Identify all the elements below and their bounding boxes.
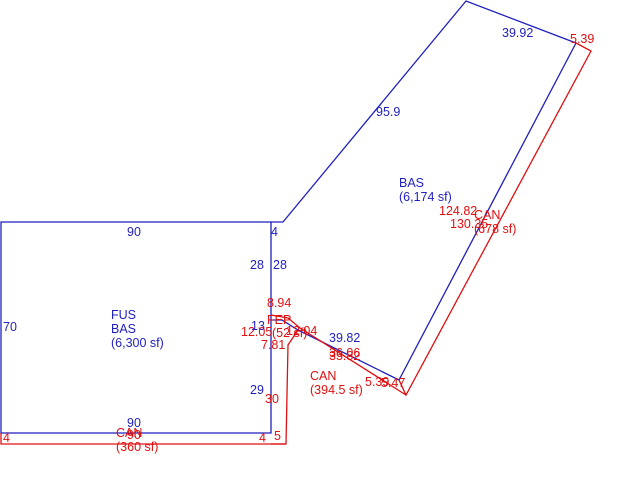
fus-bas-outline	[0, 221, 272, 434]
area-name-label: FEP	[267, 313, 291, 327]
dim-label: 4	[271, 225, 278, 239]
dim-label: 124.82	[439, 204, 477, 218]
area-name-label: CAN	[116, 426, 142, 440]
fep-outline	[270, 314, 407, 396]
dim-label: 28	[250, 258, 264, 272]
dim-label: 7.81	[261, 338, 285, 352]
dim-label: 28	[273, 258, 287, 272]
dim-label: 39.82	[329, 331, 360, 345]
upper-canopy-outline	[398, 42, 592, 397]
area-name-label: BAS	[111, 322, 136, 336]
dim-label: 5.39	[570, 32, 594, 46]
dim-label: 90	[127, 416, 141, 430]
area-name-label: CAN	[310, 369, 336, 383]
dim-label: 13	[251, 319, 265, 333]
blue-outline	[0, 0, 577, 434]
dim-label: 90	[127, 225, 141, 239]
dim-label: 130.35	[450, 217, 488, 231]
area-size-label: (52 sf)	[272, 326, 307, 340]
dim-label: 39.92	[502, 26, 533, 40]
area-name-label: FUS	[111, 308, 136, 322]
area-size-label: (360 sf)	[116, 440, 158, 454]
dim-label: 5.39	[365, 375, 389, 389]
area-name-label: BAS	[399, 176, 424, 190]
dim-label: 70	[3, 320, 17, 334]
area-size-label: (678 sf)	[474, 222, 516, 236]
upper-bas-outline	[271, 0, 577, 381]
dim-label: 95.9	[376, 105, 400, 119]
dim-label: 36.06	[329, 346, 360, 360]
red-labels: 5.39 124.82 130.35 CAN (678 sf) 8.94 FEP…	[3, 32, 594, 454]
dim-label: 5	[274, 429, 281, 443]
area-size-label: (394.5 sf)	[310, 383, 363, 397]
dim-label: 4	[3, 431, 10, 445]
area-size-label: (6,300 sf)	[111, 336, 164, 350]
dim-label: 8.94	[267, 296, 291, 310]
dim-label: 30	[265, 392, 279, 406]
dim-label: 4	[259, 431, 266, 445]
bottom-canopy-outline	[0, 433, 286, 445]
dim-label: 12.04	[286, 324, 317, 338]
dim-label: 12.05	[241, 325, 272, 339]
dim-label: 90	[127, 428, 141, 442]
dim-label: 29	[250, 383, 264, 397]
dim-label: 5.47	[381, 376, 405, 390]
dim-label: 35.82	[329, 349, 360, 363]
area-size-label: (6,174 sf)	[399, 190, 452, 204]
area-name-label: CAN	[474, 208, 500, 222]
blue-labels: 39.92 95.9 BAS (6,174 sf) 90 4 28 28 70 …	[3, 26, 533, 430]
red-outline	[0, 42, 592, 445]
